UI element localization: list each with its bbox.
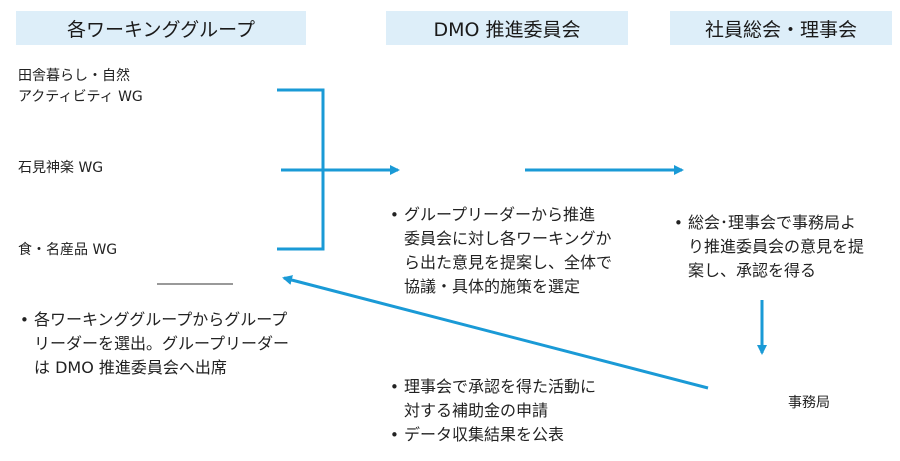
wg-description-item: 各ワーキンググループからグループ リーダーを選出。グループリーダー は DMO … [20, 308, 289, 380]
wg-description: 各ワーキンググループからグループ リーダーを選出。グループリーダー は DMO … [20, 308, 289, 380]
wg-food-label: 食・名産品 WG [18, 242, 118, 258]
header-dmo-committee: DMO 推進委員会 [386, 11, 628, 45]
board-description-item: 総会･理事会で事務局よ り推進委員会の意見を提 案し、承認を得る [674, 211, 864, 283]
header-dmo-committee-label: DMO 推進委員会 [433, 18, 581, 41]
dmo-description-item: グループリーダーから推進 委員会に対し各ワーキングか ら出た意見を提案し、全体で… [390, 203, 612, 299]
funding-item-subsidy: 理事会で承認を得た活動に 対する補助金の申請 [390, 375, 596, 423]
wg-countryside-label: 田舎暮らし・自然 アクティビティ WG [18, 66, 143, 108]
wg-kagura-label: 石見神楽 WG [18, 160, 104, 176]
secretariat-label: 事務局 [788, 395, 830, 411]
header-board-label: 社員総会・理事会 [704, 18, 857, 41]
board-description: 総会･理事会で事務局よ り推進委員会の意見を提 案し、承認を得る [674, 211, 864, 283]
dmo-description: グループリーダーから推進 委員会に対し各ワーキングか ら出た意見を提案し、全体で… [390, 203, 612, 299]
arrow-secretariat-to-wg [282, 275, 709, 390]
wg-countryside-line2: アクティビティ WG [18, 89, 143, 105]
header-working-groups-label: 各ワーキンググループ [67, 18, 255, 41]
funding-item-publish: データ収集結果を公表 [390, 423, 596, 447]
header-board: 社員総会・理事会 [670, 11, 892, 45]
header-working-groups: 各ワーキンググループ [16, 11, 306, 45]
wg-countryside-line1: 田舎暮らし・自然 [18, 68, 130, 84]
funding-description: 理事会で承認を得た活動に 対する補助金の申請 データ収集結果を公表 [390, 375, 596, 447]
